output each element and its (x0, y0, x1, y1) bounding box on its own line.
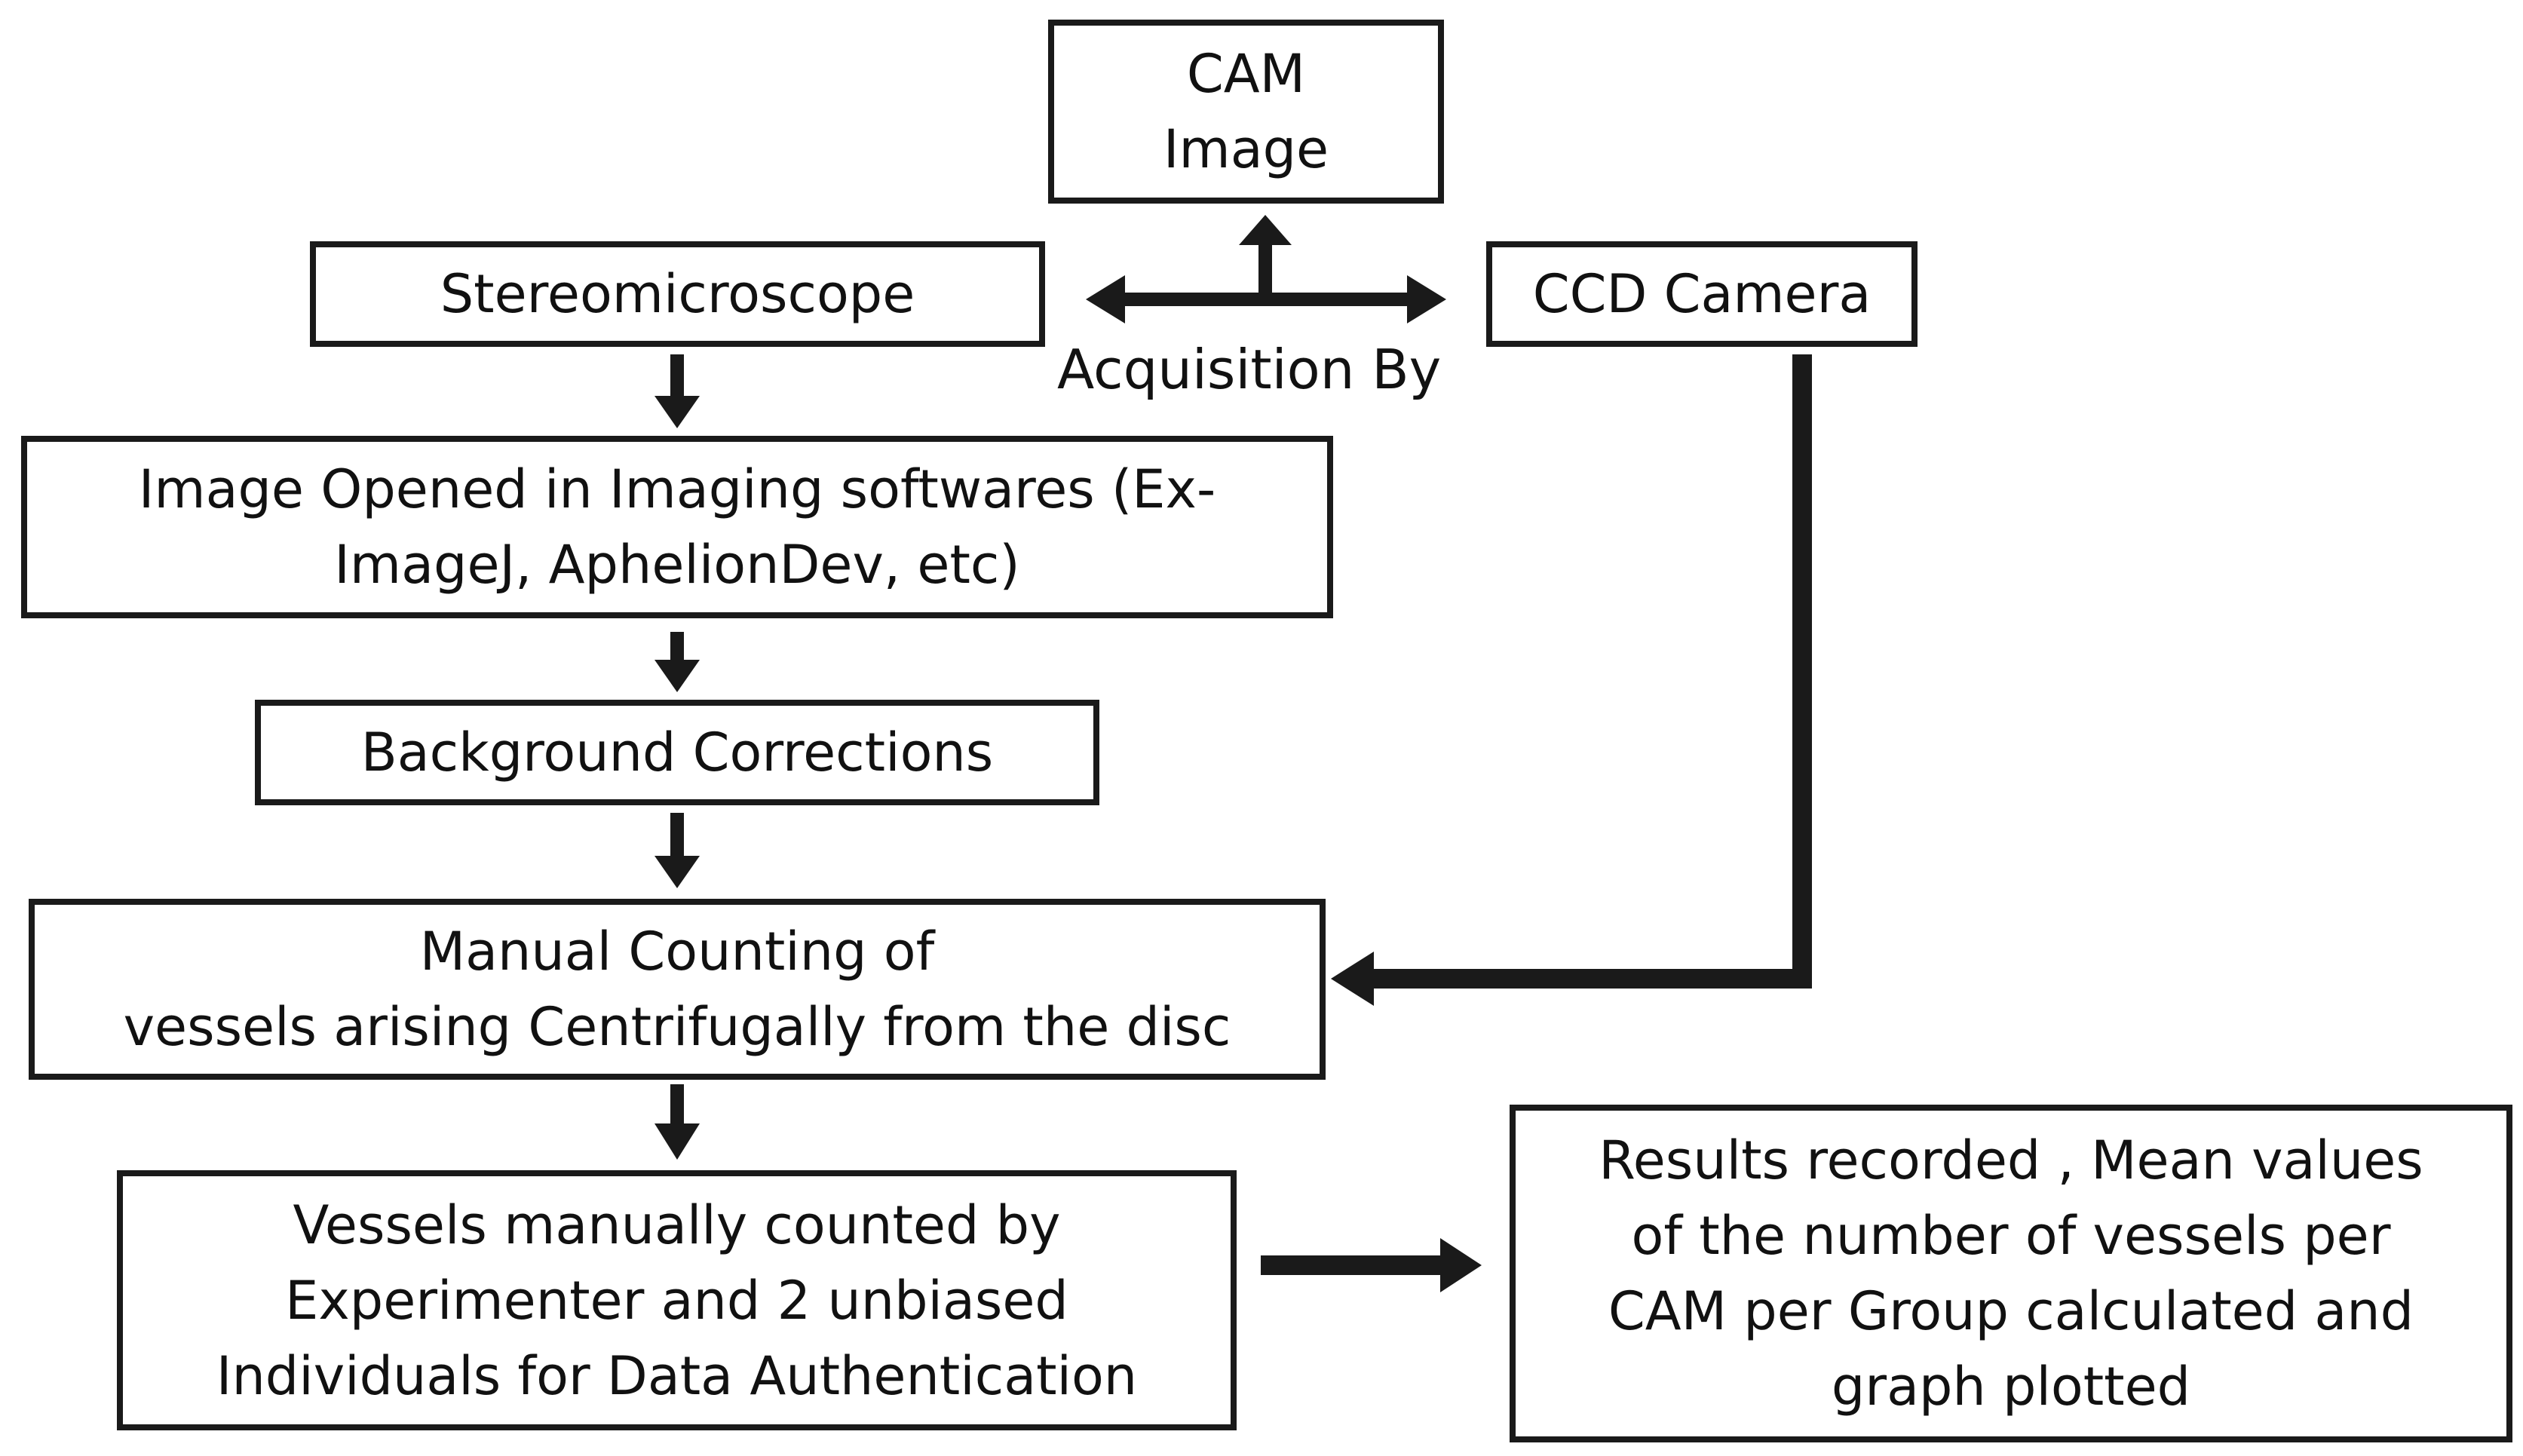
node-cam-image-line-1: CAM (1186, 43, 1306, 105)
node-results-recorded: Results recorded , Mean values of the nu… (1510, 1105, 2512, 1442)
node-manual-counting: Manual Counting of vessels arising Centr… (29, 899, 1326, 1080)
node-background-corrections-line-1: Background Corrections (360, 722, 994, 783)
edge-acquisition-to-ccd-camera (1265, 275, 1446, 323)
node-cam-image-line-2: Image (1163, 118, 1329, 180)
node-imaging-software: Image Opened in Imaging softwares (Ex- I… (21, 436, 1333, 618)
node-results-recorded-line-1: Results recorded , Mean values (1599, 1130, 2423, 1191)
node-manual-counting-line-1: Manual Counting of (419, 921, 935, 982)
edge-acquisition-to-cam-image (1239, 215, 1292, 299)
node-manual-counting-line-2: vessels arising Centrifugally from the d… (123, 996, 1231, 1058)
edge-stereomicroscope-to-imaging-software (655, 354, 700, 428)
node-ccd-camera: CCD Camera (1486, 241, 1918, 347)
node-results-recorded-line-4: graph plotted (1831, 1356, 2191, 1418)
node-imaging-software-line-1: Image Opened in Imaging softwares (Ex- (138, 458, 1216, 520)
node-imaging-software-line-2: ImageJ, AphelionDev, etc) (334, 534, 1020, 596)
node-stereomicroscope-line-1: Stereomicroscope (440, 263, 915, 325)
node-background-corrections: Background Corrections (255, 700, 1099, 805)
edge-background-corrections-to-manual-counting (655, 813, 700, 888)
edge-manual-counting-to-vessels-counted (655, 1084, 700, 1160)
edge-label-acquisition-by: Acquisition By (1057, 338, 1442, 401)
node-vessels-counted: Vessels manually counted by Experimenter… (117, 1170, 1237, 1430)
node-vessels-counted-line-2: Experimenter and 2 unbiased (285, 1269, 1068, 1332)
node-stereomicroscope: Stereomicroscope (310, 241, 1045, 347)
edge-acquisition-to-stereomicroscope (1086, 275, 1265, 323)
node-results-recorded-line-3: CAM per Group calculated and (1608, 1280, 2414, 1342)
node-ccd-camera-line-1: CCD Camera (1532, 263, 1872, 325)
node-vessels-counted-line-3: Individuals for Data Authentication (216, 1344, 1138, 1407)
edge-vessels-counted-to-results-recorded (1261, 1238, 1482, 1292)
node-vessels-counted-line-1: Vessels manually counted by (293, 1194, 1061, 1256)
node-cam-image: CAM Image (1048, 20, 1444, 204)
edge-imaging-software-to-background-corrections (655, 632, 700, 692)
edge-ccd-camera-to-manual-counting (1331, 354, 1812, 1006)
node-results-recorded-line-2: of the number of vessels per (1631, 1205, 2391, 1267)
